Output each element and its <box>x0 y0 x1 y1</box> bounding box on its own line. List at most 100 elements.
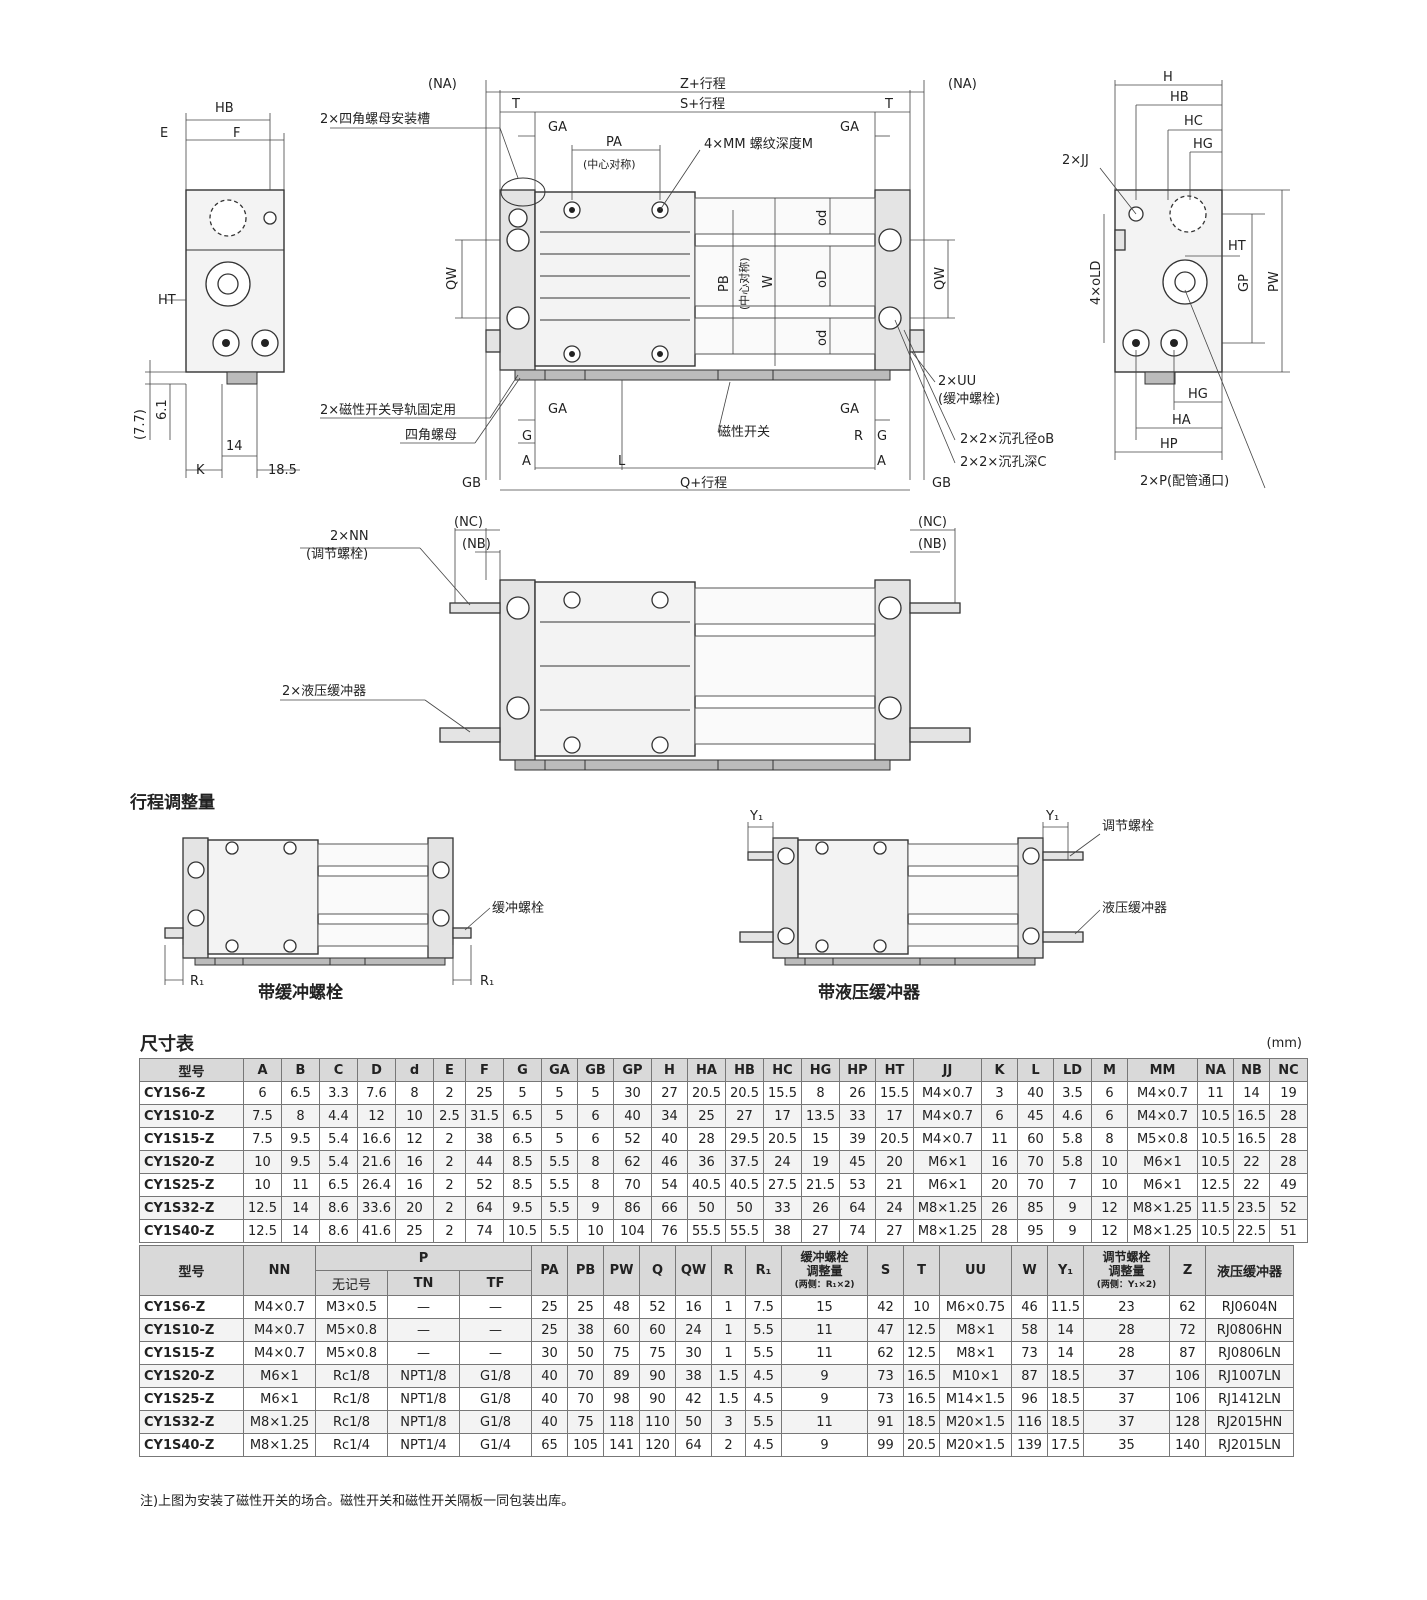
value-cell: — <box>387 1318 460 1342</box>
t2-h-pw: PW <box>603 1245 641 1296</box>
value-cell: 116 <box>1011 1410 1049 1434</box>
label-ha-right: HA <box>1172 413 1191 428</box>
value-cell: 40.5 <box>687 1173 726 1197</box>
label-t-right: T <box>884 97 893 112</box>
value-cell: 48 <box>603 1295 641 1319</box>
value-cell: 5.5 <box>745 1410 783 1434</box>
t2-h-cushion-3: (两侧：R₁×2) <box>794 1279 855 1290</box>
label-gb-left: GB <box>462 476 481 491</box>
label-s-stroke: S+行程 <box>680 97 725 112</box>
value-cell: 40 <box>531 1410 569 1434</box>
value-cell: M4×0.7 <box>243 1341 316 1365</box>
value-cell: G1/8 <box>458 1387 533 1411</box>
value-cell: Rc1/8 <box>315 1410 388 1434</box>
value-cell: 28 <box>1269 1127 1308 1151</box>
t2-h-uu: UU <box>939 1245 1013 1296</box>
value-cell: 75 <box>639 1341 677 1365</box>
value-cell: 25 <box>567 1295 605 1319</box>
value-cell: 6.5 <box>503 1104 542 1128</box>
t1-header-cell: JJ <box>913 1058 982 1082</box>
label-nb-left: (NB) <box>462 537 491 552</box>
value-cell: RJ0806HN <box>1205 1318 1295 1342</box>
value-cell: 8 <box>281 1104 320 1128</box>
footnote: 注)上图为安装了磁性开关的场合。磁性开关和磁性开关隔板一同包装出库。 <box>140 1494 575 1509</box>
value-cell: M4×0.7 <box>1127 1104 1198 1128</box>
label-od-mid: oD <box>815 270 830 288</box>
label-77: (7.7) <box>133 409 148 440</box>
value-cell: — <box>458 1295 533 1319</box>
label-uu: 2×UU <box>938 374 976 389</box>
value-cell: 95 <box>1017 1219 1054 1243</box>
label-w: W <box>761 275 776 288</box>
value-cell: 12 <box>357 1104 396 1128</box>
value-cell: 52 <box>1269 1196 1308 1220</box>
t2-h-cushion-2: 调整量 <box>806 1263 843 1278</box>
value-cell: 37 <box>1083 1410 1171 1434</box>
t1-header-cell: 型号 <box>139 1058 244 1082</box>
value-cell: 24 <box>763 1150 802 1174</box>
value-cell: 36 <box>687 1150 726 1174</box>
value-cell: 70 <box>567 1364 605 1388</box>
value-cell: 6 <box>981 1104 1018 1128</box>
value-cell: M4×0.7 <box>913 1127 982 1151</box>
value-cell: 70 <box>1017 1150 1054 1174</box>
table-unit: (mm) <box>1266 1036 1302 1051</box>
value-cell: M4×0.7 <box>913 1081 982 1105</box>
value-cell: 33 <box>763 1196 802 1220</box>
label-t-left: T <box>511 97 520 112</box>
value-cell: 73 <box>867 1364 905 1388</box>
label-r1-left: R₁ <box>190 974 204 989</box>
value-cell: 4.6 <box>1053 1104 1092 1128</box>
middle-shock-view: 2×NN (调节螺栓) (NC) (NB) (NC) (NB) 2×液压缓冲器 <box>280 515 971 771</box>
label-g-right: G <box>877 429 887 444</box>
label-185: 18.5 <box>268 463 297 478</box>
value-cell: M20×1.5 <box>939 1410 1013 1434</box>
value-cell: 5 <box>541 1127 578 1151</box>
value-cell: 5.5 <box>541 1173 578 1197</box>
label-mm-thread: 4×MM 螺纹深度M <box>704 136 813 152</box>
value-cell: 9 <box>781 1387 869 1411</box>
value-cell: 25 <box>687 1104 726 1128</box>
label-counterbore-d: 2×2×沉孔径oB <box>960 432 1054 447</box>
model-cell: CY1S32-Z <box>139 1196 244 1220</box>
value-cell: 2 <box>433 1150 466 1174</box>
value-cell: 90 <box>639 1387 677 1411</box>
value-cell: 20.5 <box>763 1127 802 1151</box>
value-cell: — <box>458 1318 533 1342</box>
value-cell: 37 <box>1083 1364 1171 1388</box>
label-k-left: K <box>196 463 205 478</box>
value-cell: 16.6 <box>357 1127 396 1151</box>
t2-h-z: Z <box>1169 1245 1207 1296</box>
model-cell: CY1S6-Z <box>139 1295 244 1319</box>
value-cell: 4.5 <box>745 1364 783 1388</box>
label-ht-left: HT <box>158 293 176 308</box>
value-cell: 28 <box>981 1219 1018 1243</box>
t1-header-cell: HB <box>725 1058 764 1082</box>
label-cushion-bolt: 缓冲螺栓 <box>492 901 544 916</box>
value-cell: 11 <box>1197 1081 1234 1105</box>
value-cell: 28 <box>1083 1341 1171 1365</box>
value-cell: 5 <box>503 1081 542 1105</box>
value-cell: 25 <box>465 1081 504 1105</box>
value-cell: 45 <box>839 1150 876 1174</box>
value-cell: 5.5 <box>745 1318 783 1342</box>
value-cell: 33.6 <box>357 1196 396 1220</box>
value-cell: 106 <box>1169 1387 1207 1411</box>
value-cell: 118 <box>603 1410 641 1434</box>
label-with-hydraulic: 带液压缓冲器 <box>818 982 921 1003</box>
value-cell: 104 <box>613 1219 652 1243</box>
value-cell: 15.5 <box>763 1081 802 1105</box>
value-cell: 90 <box>639 1364 677 1388</box>
value-cell: 28 <box>1083 1318 1171 1342</box>
value-cell: M20×1.5 <box>939 1433 1013 1457</box>
value-cell: 70 <box>613 1173 652 1197</box>
value-cell: 2 <box>711 1433 747 1457</box>
value-cell: 21.6 <box>357 1150 396 1174</box>
value-cell: 8 <box>395 1081 434 1105</box>
value-cell: 37 <box>1083 1387 1171 1411</box>
